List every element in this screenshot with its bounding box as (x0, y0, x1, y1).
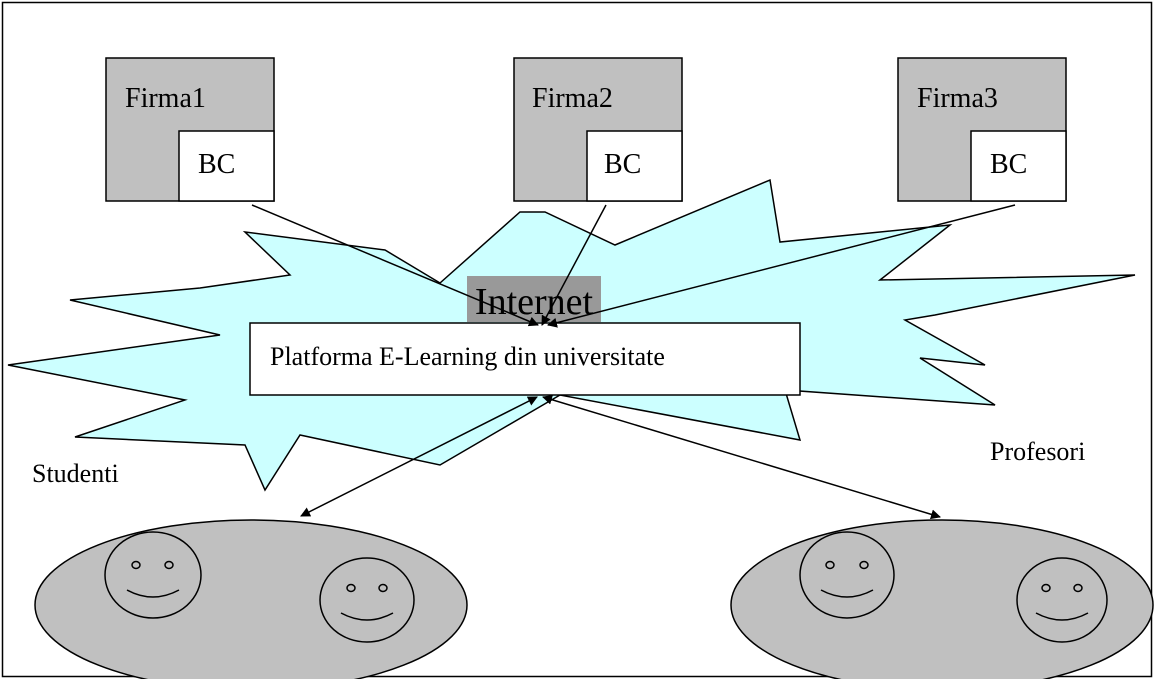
firm3-to-platform-arrow (547, 204, 1016, 328)
smiley-face-icon (799, 531, 895, 619)
smiley-face-icon (1016, 557, 1108, 643)
teachers-label: Profesori (990, 437, 1085, 466)
firm-name: Firma3 (917, 83, 998, 114)
firm-name: Firma1 (125, 83, 206, 114)
platform-label: Platforma E-Learning din universitate (270, 342, 665, 371)
bc-label: BC (604, 149, 641, 180)
bc-box (970, 130, 1067, 202)
platform-box (249, 322, 801, 396)
firm-name: Firma2 (532, 83, 613, 114)
students-group (34, 519, 468, 679)
internet-label: Internet (475, 281, 594, 323)
firm-2: Firma2 BC (513, 57, 683, 202)
platform-teachers-arrow (542, 394, 941, 520)
firm2-to-platform-arrow (541, 204, 607, 326)
teachers-ellipse (730, 519, 1154, 679)
students-label: Studenti (32, 459, 119, 488)
firm-1: Firma1 BC (105, 57, 275, 202)
bc-label: BC (990, 149, 1027, 180)
internet-label-highlight (467, 276, 601, 322)
firm1-to-platform-arrow (251, 204, 539, 327)
students-ellipse (34, 519, 468, 679)
firm-3: Firma3 BC (897, 57, 1067, 202)
smiley-face-icon (319, 557, 415, 643)
platform-students-arrow (300, 396, 538, 517)
smiley-face-icon (104, 531, 202, 619)
bc-label: BC (198, 149, 235, 180)
bc-box (586, 130, 683, 202)
teachers-group (730, 519, 1154, 679)
bc-box (178, 130, 275, 202)
